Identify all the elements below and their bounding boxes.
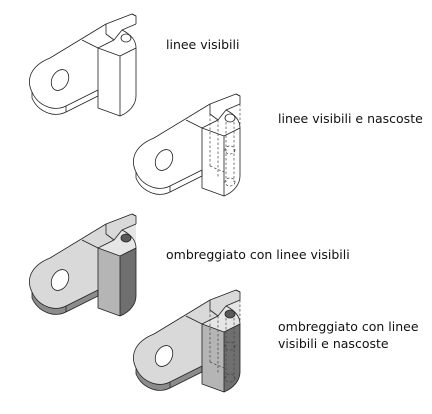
label-line-1: ombreggiato con linee xyxy=(278,319,419,334)
part-visible-lines xyxy=(29,13,137,117)
part-shaded-visible-lines xyxy=(29,213,137,317)
label-shaded-visible-hidden-lines: ombreggiato con linee visibili e nascost… xyxy=(278,318,419,352)
part-visible-hidden-lines xyxy=(133,93,241,197)
label-visible-hidden-lines: linee visibili e nascoste xyxy=(278,111,423,126)
part-shaded-visible-hidden-lines xyxy=(133,289,241,393)
label-line-2: visibili e nascoste xyxy=(278,336,389,351)
label-visible-lines: linee visibili xyxy=(166,37,240,52)
label-shaded-visible-lines: ombreggiato con linee visibili xyxy=(166,247,350,262)
